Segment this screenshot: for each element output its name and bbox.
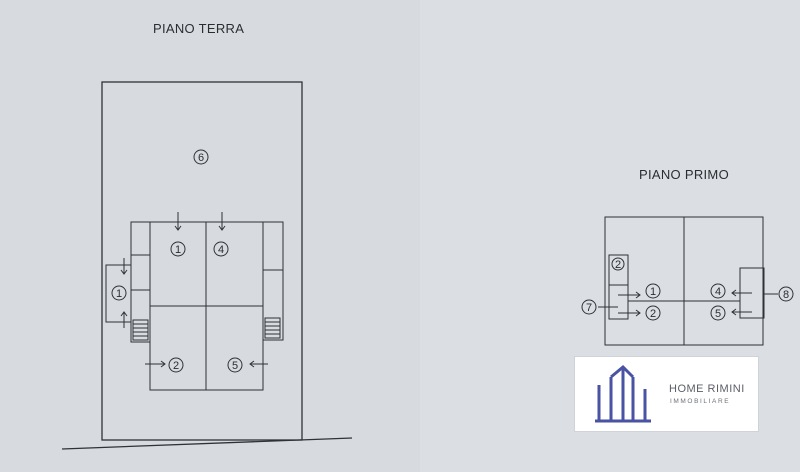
svg-text:1: 1: [650, 286, 656, 298]
logo-name: HOME RIMINI: [669, 383, 745, 395]
room-marker-5: 5: [227, 357, 243, 373]
room-marker-5-first: 5: [710, 305, 726, 321]
room-marker-7: 7: [581, 299, 597, 315]
svg-text:2: 2: [650, 308, 656, 320]
right-stairs: [264, 317, 281, 339]
room-marker-4: 4: [213, 241, 229, 257]
svg-text:1: 1: [116, 288, 122, 300]
left-stairs: [132, 319, 149, 341]
ground-line: [61, 437, 353, 450]
svg-text:1: 1: [175, 244, 181, 256]
building-logo-icon: [595, 364, 651, 423]
home-rimini-logo: HOME RIMINI IMMOBILIARE: [574, 356, 759, 432]
first-floor-arrows: [598, 289, 778, 317]
ground-entry-arrows: [120, 212, 268, 368]
svg-text:8: 8: [783, 289, 789, 301]
room-marker-2-first: 2: [645, 305, 661, 321]
room-marker-1-top: 1: [170, 241, 186, 257]
room-marker-4-first: 4: [710, 283, 726, 299]
svg-text:6: 6: [198, 152, 204, 164]
logo-subtitle: IMMOBILIARE: [670, 398, 731, 405]
room-marker-1-first: 1: [645, 283, 661, 299]
svg-text:2: 2: [173, 360, 179, 372]
room-marker-8: 8: [778, 286, 794, 302]
svg-text:5: 5: [715, 308, 721, 320]
svg-text:7: 7: [586, 302, 592, 314]
ground-floor-title: PIANO TERRA: [153, 21, 244, 36]
room-marker-1-left: 1: [111, 285, 127, 301]
room-marker-2: 2: [168, 357, 184, 373]
svg-text:4: 4: [715, 286, 721, 298]
svg-text:2: 2: [615, 259, 621, 271]
ground-floor-plan: 6 1 4 1 2 5: [61, 81, 353, 450]
first-floor-plan: 2 7 1 2 4 5 8: [581, 216, 794, 346]
svg-text:5: 5: [232, 360, 238, 372]
first-floor-title: PIANO PRIMO: [639, 167, 729, 182]
lot-outline: [101, 81, 303, 441]
svg-text:4: 4: [218, 244, 224, 256]
room-marker-6: 6: [193, 149, 209, 165]
room-marker-2-stair: 2: [611, 257, 625, 271]
